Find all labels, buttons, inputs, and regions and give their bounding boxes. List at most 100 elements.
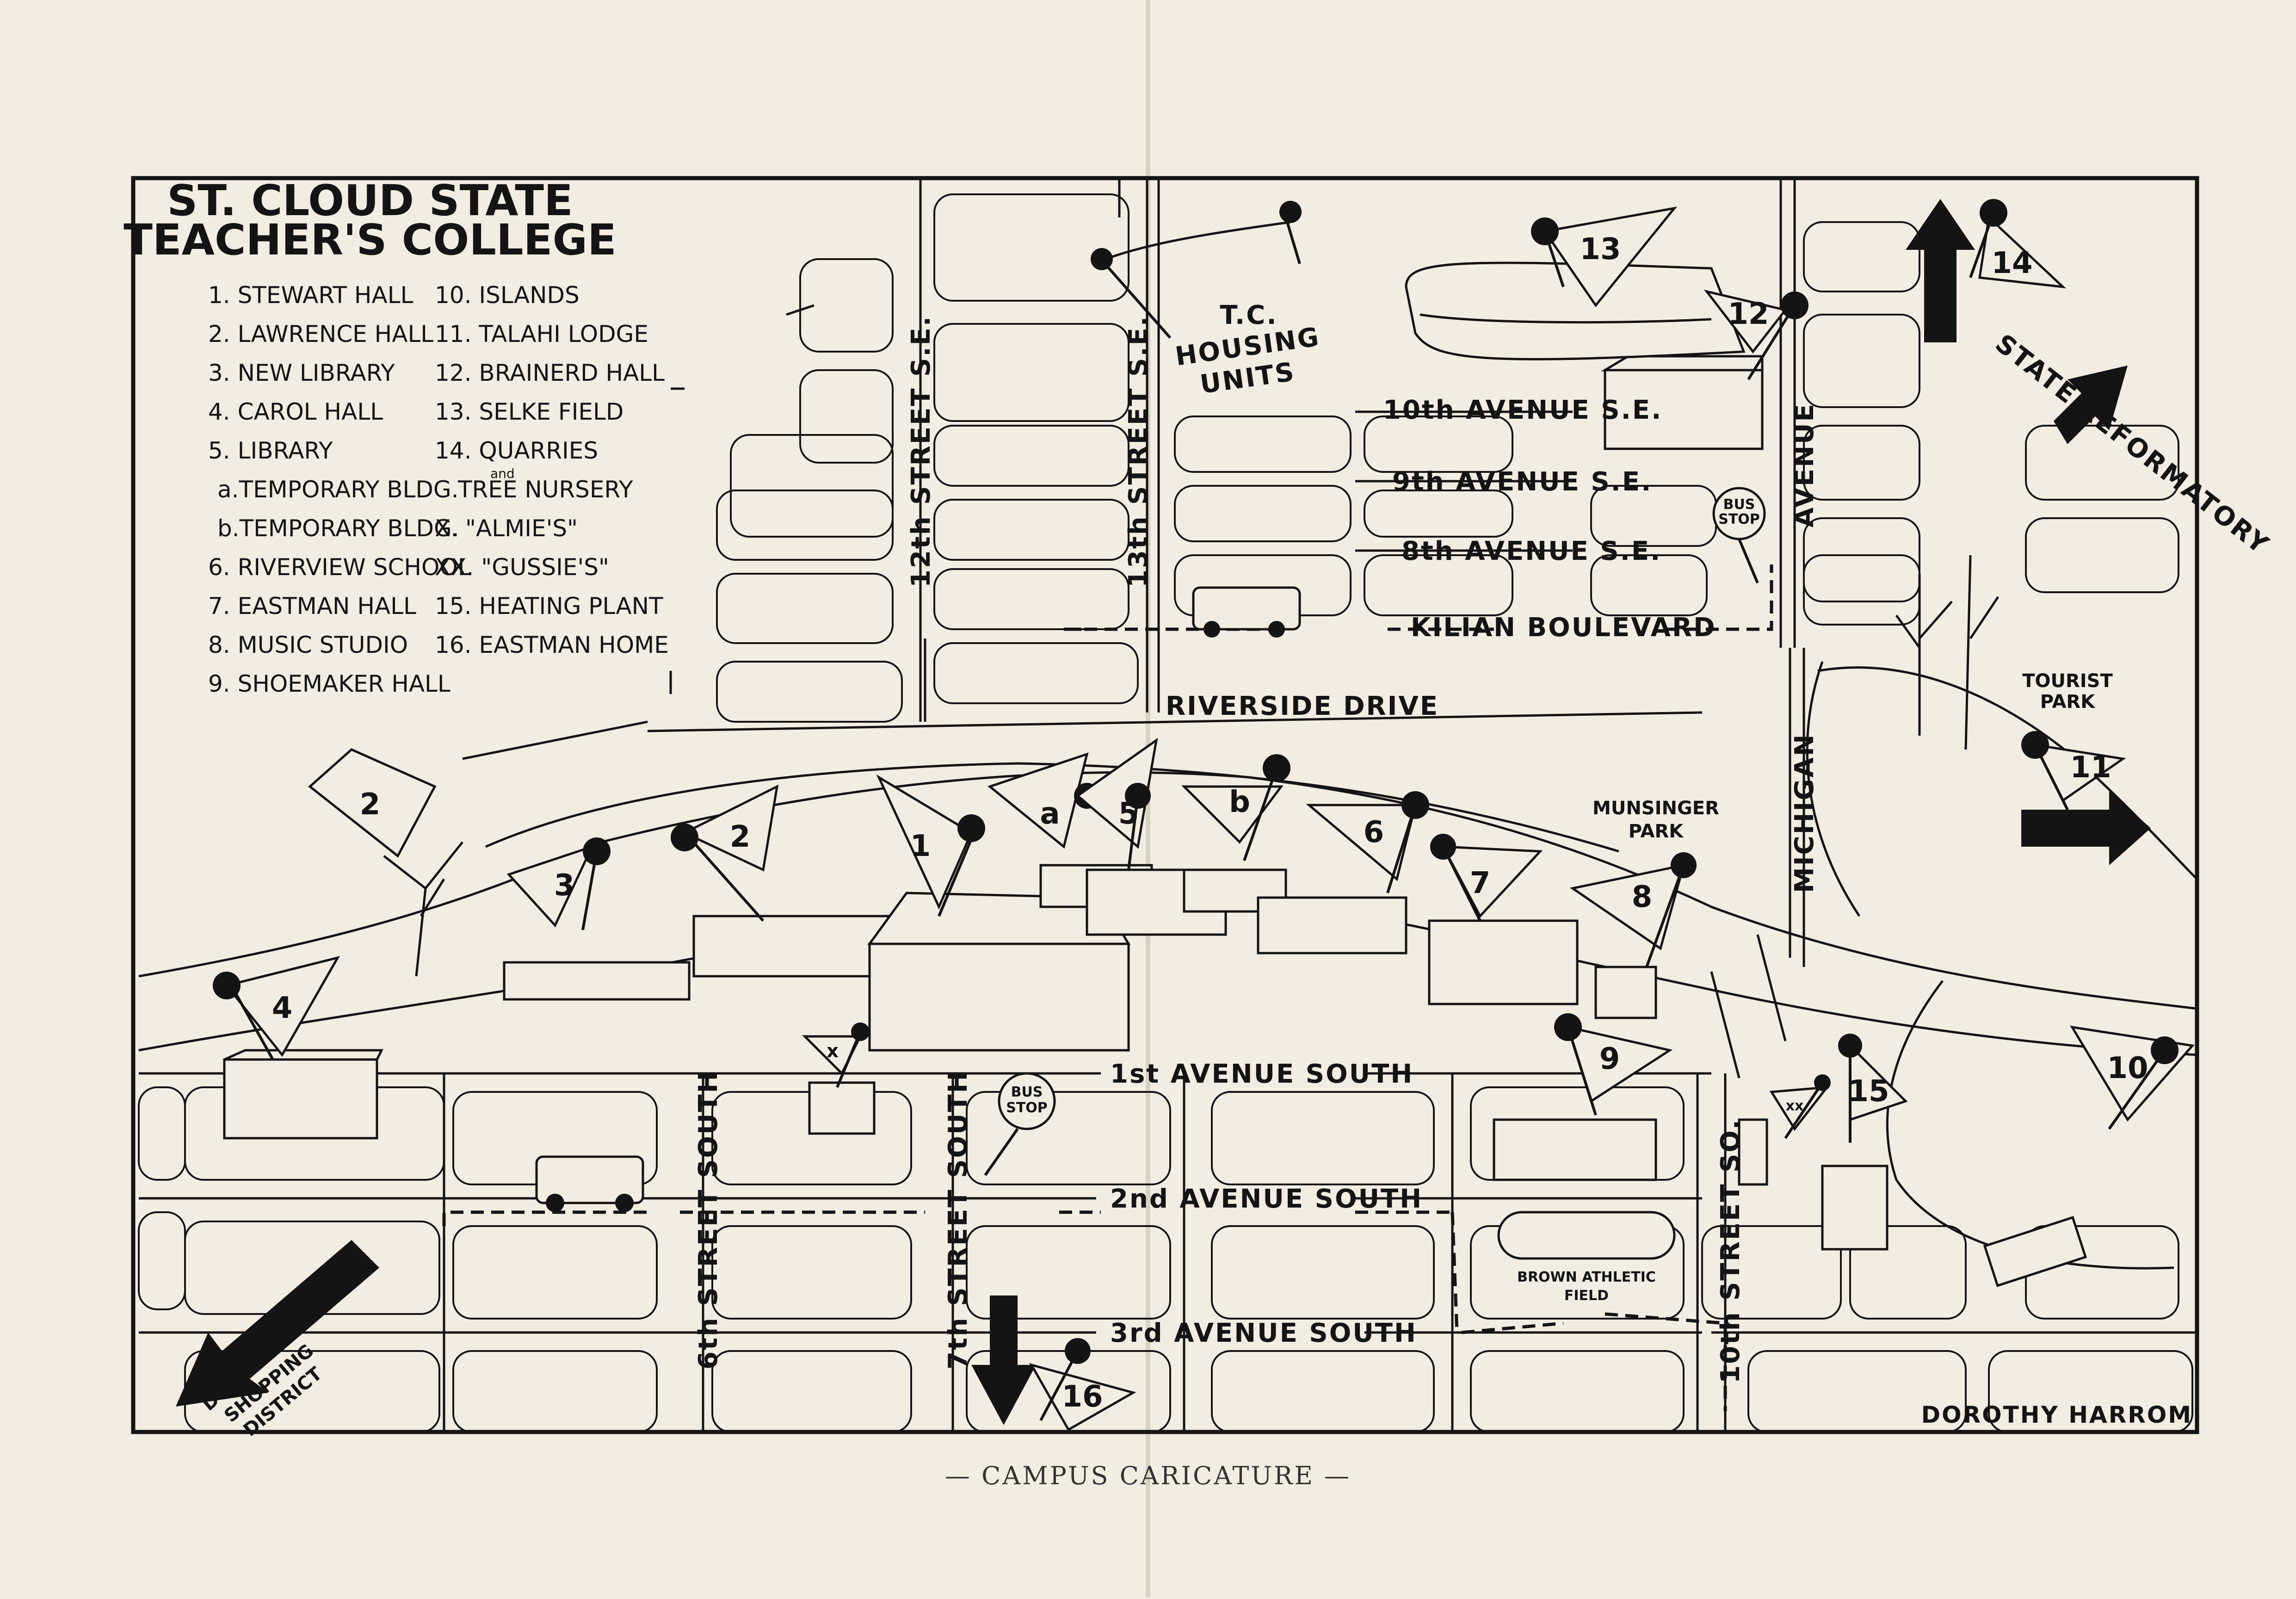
pennant-markers: 1 2 2 3 4 a — [213, 199, 2195, 1432]
label-state-reformatory: STATE REFORMATORY — [1989, 328, 2275, 561]
bus-stop-label-2: STOP — [1718, 511, 1760, 527]
marker-1: 1 — [876, 774, 985, 917]
north-arrow-quarries — [1906, 199, 1975, 342]
downtown-arrow — [176, 1240, 379, 1407]
marker-16: 16 — [1029, 1338, 1136, 1432]
stewart-hall-building — [868, 942, 1130, 1052]
label-tourist-2: PARK — [2040, 691, 2096, 713]
marker-11-label: 11 — [2070, 750, 2111, 785]
label-3rd-avenue-south: 3rd AVENUE SOUTH — [1110, 1318, 1417, 1348]
marker-12-label: 12 — [1728, 297, 1769, 331]
marker-6-label: 6 — [1364, 815, 1384, 849]
marker-2-label: 2 — [730, 820, 751, 854]
top-city-blocks — [716, 193, 2179, 723]
housing-clothesline — [1091, 201, 1302, 339]
map-title-line2: TEACHER'S COLLEGE — [123, 215, 617, 265]
legend-item: 9. SHOEMAKER HALL — [208, 670, 451, 697]
map-caption: — CAMPUS CARICATURE — — [945, 1461, 1351, 1490]
marker-a-label: a — [1040, 797, 1060, 831]
marker-15: 15 — [1838, 1034, 1908, 1143]
almies-building — [808, 1081, 876, 1135]
marker-11: 11 — [2021, 731, 2126, 811]
bus-stop-sign-north: BUS STOP — [1712, 487, 1766, 584]
marker-13-label: 13 — [1580, 232, 1621, 266]
label-6th-street-south: 6th STREET SOUTH — [693, 1070, 723, 1370]
legend-item: 11. TALAHI LODGE — [435, 321, 648, 347]
marker-2-big: 2 — [308, 748, 437, 858]
legend-item: 7. EASTMAN HALL — [208, 593, 416, 620]
label-10th-avenue-se: 10th AVENUE S.E. — [1383, 395, 1662, 425]
bottom-city-blocks — [138, 1086, 2193, 1433]
marker-14: 14 — [1969, 199, 2067, 289]
marker-x: x — [802, 1023, 870, 1088]
marker-7-label: 7 — [1470, 866, 1491, 900]
label-michigan: MICHIGAN — [1790, 733, 1820, 893]
marker-8-label: 8 — [1632, 880, 1653, 914]
marker-9-label: 9 — [1599, 1042, 1620, 1076]
bus-stop-sign-south: BUS STOP — [984, 1072, 1056, 1176]
marker-2b-label: 2 — [360, 787, 381, 822]
eastman-home-arrow — [971, 1295, 1036, 1425]
marker-12: 12 — [1703, 289, 1808, 380]
marker-15-label: 15 — [1848, 1074, 1889, 1109]
label-tourist-1: TOURIST — [2022, 670, 2113, 692]
legend-item: 10. ISLANDS — [435, 282, 580, 309]
shoemaker-hall-building — [1493, 1118, 1657, 1181]
label-9th-avenue-se: 9th AVENUE S.E. — [1392, 467, 1652, 497]
legend-item: a.TEMPORARY BLDG. — [217, 476, 459, 503]
state-reformatory-arrow — [2054, 366, 2128, 444]
marker-14-label: 14 — [1991, 246, 2032, 280]
label-7th-street-south: 7th STREET SOUTH — [943, 1070, 973, 1370]
label-brown-field-1: BROWN ATHLETIC — [1517, 1269, 1656, 1285]
legend-item: 14. QUARRIES — [435, 437, 598, 464]
marker-10-label: 10 — [2107, 1051, 2148, 1085]
label-13th-street-se: 13th STREET S.E. — [1123, 315, 1154, 588]
legend-item: 16. EASTMAN HOME — [435, 632, 669, 658]
label-8th-avenue-se: 8th AVENUE S.E. — [1401, 536, 1661, 566]
label-2nd-avenue-south: 2nd AVENUE SOUTH — [1110, 1184, 1423, 1214]
legend-item: TREE NURSERY — [457, 476, 633, 503]
kilian-boulevard-dashes — [1064, 564, 1773, 631]
heating-plant-building — [1821, 1165, 1889, 1251]
new-library-building — [503, 961, 691, 1001]
marker-xx-label: xx — [1786, 1098, 1804, 1114]
top-streets — [462, 178, 1805, 967]
selke-field-stadium — [1405, 261, 1746, 360]
brown-athletic-field — [1497, 1211, 1676, 1260]
marker-10: 10 — [2070, 1025, 2195, 1130]
lawrence-hall-building — [692, 915, 889, 978]
map-title-line1: ST. CLOUD STATE — [167, 176, 573, 225]
marker-5-label: 5 — [1118, 797, 1139, 831]
tourist-park-arrow — [2021, 791, 2151, 865]
legend-item: 5. LIBRARY — [208, 437, 333, 464]
artist-signature: DOROTHY HARROM — [1921, 1401, 2192, 1428]
map-frame — [131, 176, 2199, 1434]
legend-item: 2. LAWRENCE HALL — [208, 321, 433, 347]
label-housing-1: T.C. — [1220, 300, 1278, 330]
legend-item: 13. SELKE FIELD — [435, 398, 623, 425]
marker-4: 4 — [213, 956, 340, 1060]
marker-2: 2 — [671, 784, 779, 922]
eastman-hall-building — [1428, 919, 1579, 1005]
legend-item: 1. STEWART HALL — [208, 282, 414, 309]
talahi-lodge-building — [1983, 1216, 2087, 1287]
legend-item: X. "ALMIE'S" — [435, 515, 578, 542]
riverview-school-building — [1257, 896, 1407, 954]
music-studio-building — [1594, 966, 1657, 1019]
brainerd-hall-building — [1604, 369, 1764, 450]
marker-3: 3 — [506, 837, 611, 930]
legend-item: XX. "GUSSIE'S" — [435, 554, 609, 581]
campus-buildings — [223, 355, 2087, 1287]
gussies-building — [1738, 1118, 1768, 1186]
bus-route-dashes — [442, 1210, 1727, 1411]
marker-9: 9 — [1554, 1013, 1673, 1116]
bus-drawing-south — [535, 1155, 644, 1212]
label-kilian-boulevard: KILIAN BOULEVARD — [1411, 613, 1716, 643]
label-1st-avenue-south: 1st AVENUE SOUTH — [1110, 1059, 1413, 1089]
marker-3-label: 3 — [554, 868, 575, 903]
bus-stop-label-4: STOP — [1006, 1100, 1048, 1116]
legend-item: 3. NEW LIBRARY — [208, 359, 395, 386]
legend-item: 8. MUSIC STUDIO — [208, 632, 408, 658]
